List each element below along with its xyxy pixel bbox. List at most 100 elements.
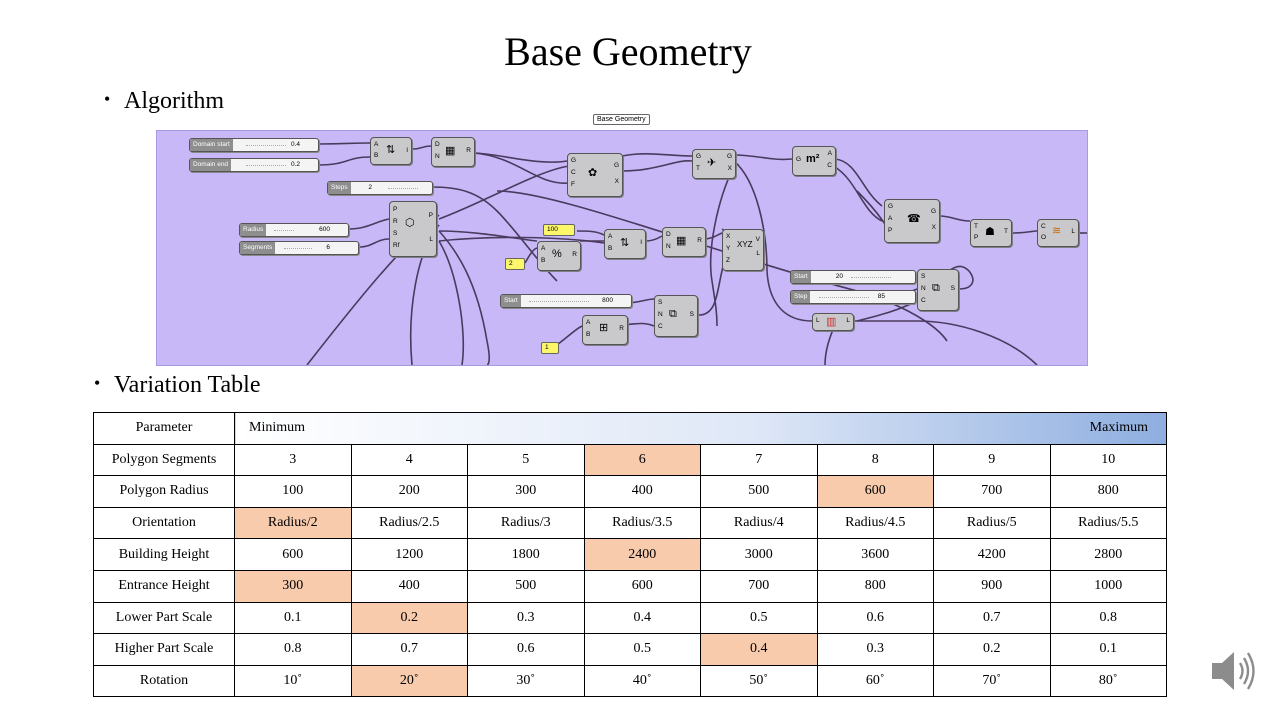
table-cell: 700 bbox=[700, 569, 818, 603]
table-cell: Radius/3 bbox=[467, 506, 585, 540]
bullet-dot-icon: • bbox=[94, 373, 101, 393]
header-parameter: Parameter bbox=[93, 412, 235, 445]
range-icon: ▦ bbox=[676, 235, 687, 247]
slider-track bbox=[529, 301, 589, 302]
table-cell: Radius/2 bbox=[234, 506, 352, 540]
table-cell: 2400 bbox=[583, 538, 701, 571]
panel-2[interactable]: 2 bbox=[505, 258, 525, 270]
table-cell: 500 bbox=[700, 475, 818, 508]
table-cell: 0.3 bbox=[467, 601, 585, 635]
division-icon: % bbox=[552, 248, 562, 260]
steps-value: 2 bbox=[368, 184, 372, 191]
table-cell: 3600 bbox=[816, 538, 934, 571]
table-cell: 0.3 bbox=[816, 633, 934, 666]
table-cell: Radius/4 bbox=[700, 506, 818, 540]
table-cell: 500 bbox=[467, 569, 585, 603]
step-value: 85 bbox=[877, 293, 885, 300]
table-cell: 0.4 bbox=[700, 633, 818, 666]
loft-icon: ☗ bbox=[985, 226, 995, 238]
speaker-icon[interactable] bbox=[1206, 645, 1258, 697]
series-icon: ⧉ bbox=[932, 282, 940, 294]
table-cell: 0.5 bbox=[700, 601, 818, 635]
table-cell: Radius/4.5 bbox=[816, 506, 934, 540]
table-cell: Radius/5.5 bbox=[1049, 506, 1167, 540]
group-tooltip: Base Geometry bbox=[593, 114, 650, 125]
start-b-label: Start bbox=[791, 271, 811, 283]
steps-label: Steps bbox=[328, 182, 351, 194]
cap-icon: ≋ bbox=[1052, 225, 1062, 237]
header-maximum: Maximum bbox=[1089, 420, 1148, 435]
table-cell: 0.2 bbox=[933, 633, 1051, 666]
table-cell: 600 bbox=[583, 569, 701, 603]
table-cell: 0.6 bbox=[467, 633, 585, 666]
table-cell: Radius/2.5 bbox=[350, 506, 468, 540]
table-cell: 300 bbox=[234, 569, 352, 603]
radius-label: Radius bbox=[240, 224, 267, 236]
table-cell: 4200 bbox=[933, 538, 1051, 571]
domain-icon: ⇅ bbox=[620, 237, 630, 249]
table-cell: 100 bbox=[234, 475, 352, 508]
steps-slider[interactable]: Steps 2 bbox=[327, 181, 433, 195]
bullet-variation-text: Variation Table bbox=[114, 372, 261, 398]
row-parameter-name: Orientation bbox=[93, 506, 235, 540]
slider-track bbox=[274, 230, 294, 231]
table-cell: 0.6 bbox=[816, 601, 934, 635]
xyz-icon: XYZ bbox=[737, 240, 753, 249]
table-cell: 0.4 bbox=[583, 601, 701, 635]
row-parameter-name: Entrance Height bbox=[93, 569, 235, 603]
table-cell: 0.1 bbox=[234, 601, 352, 635]
table-cell: 200 bbox=[350, 475, 468, 508]
extrude-icon: ✿ bbox=[588, 167, 598, 179]
table-cell: 600 bbox=[234, 538, 352, 571]
table-cell: 400 bbox=[350, 569, 468, 603]
start-a-label: Start bbox=[501, 295, 521, 307]
table-cell: 70˚ bbox=[933, 664, 1051, 698]
row-parameter-name: Rotation bbox=[93, 664, 235, 698]
step-slider[interactable]: Step 85 bbox=[790, 290, 916, 304]
slider-track bbox=[246, 145, 286, 146]
table-cell: 7 bbox=[700, 443, 818, 477]
panel-1[interactable]: 1 bbox=[541, 342, 559, 354]
table-cell: 700 bbox=[933, 475, 1051, 508]
slide-title: Base Geometry bbox=[504, 29, 752, 74]
table-cell: 8 bbox=[816, 443, 934, 477]
table-cell: 400 bbox=[583, 475, 701, 508]
list-item-component[interactable]: L▥L bbox=[812, 313, 854, 331]
table-cell: 1000 bbox=[1049, 569, 1167, 603]
row-parameter-name: Building Height bbox=[93, 538, 235, 571]
slider-track bbox=[284, 248, 312, 249]
variation-table: Parameter Minimum Maximum Polygon Segmen… bbox=[93, 412, 1167, 698]
move-icon: ✈ bbox=[707, 157, 717, 169]
step-label: Step bbox=[791, 291, 811, 303]
slider-track bbox=[819, 297, 869, 298]
panel-100[interactable]: 100 bbox=[543, 224, 575, 236]
bullet-algorithm-text: Algorithm bbox=[124, 88, 224, 114]
scale-icon: ☎ bbox=[907, 213, 921, 225]
segments-value: 6 bbox=[326, 244, 330, 251]
